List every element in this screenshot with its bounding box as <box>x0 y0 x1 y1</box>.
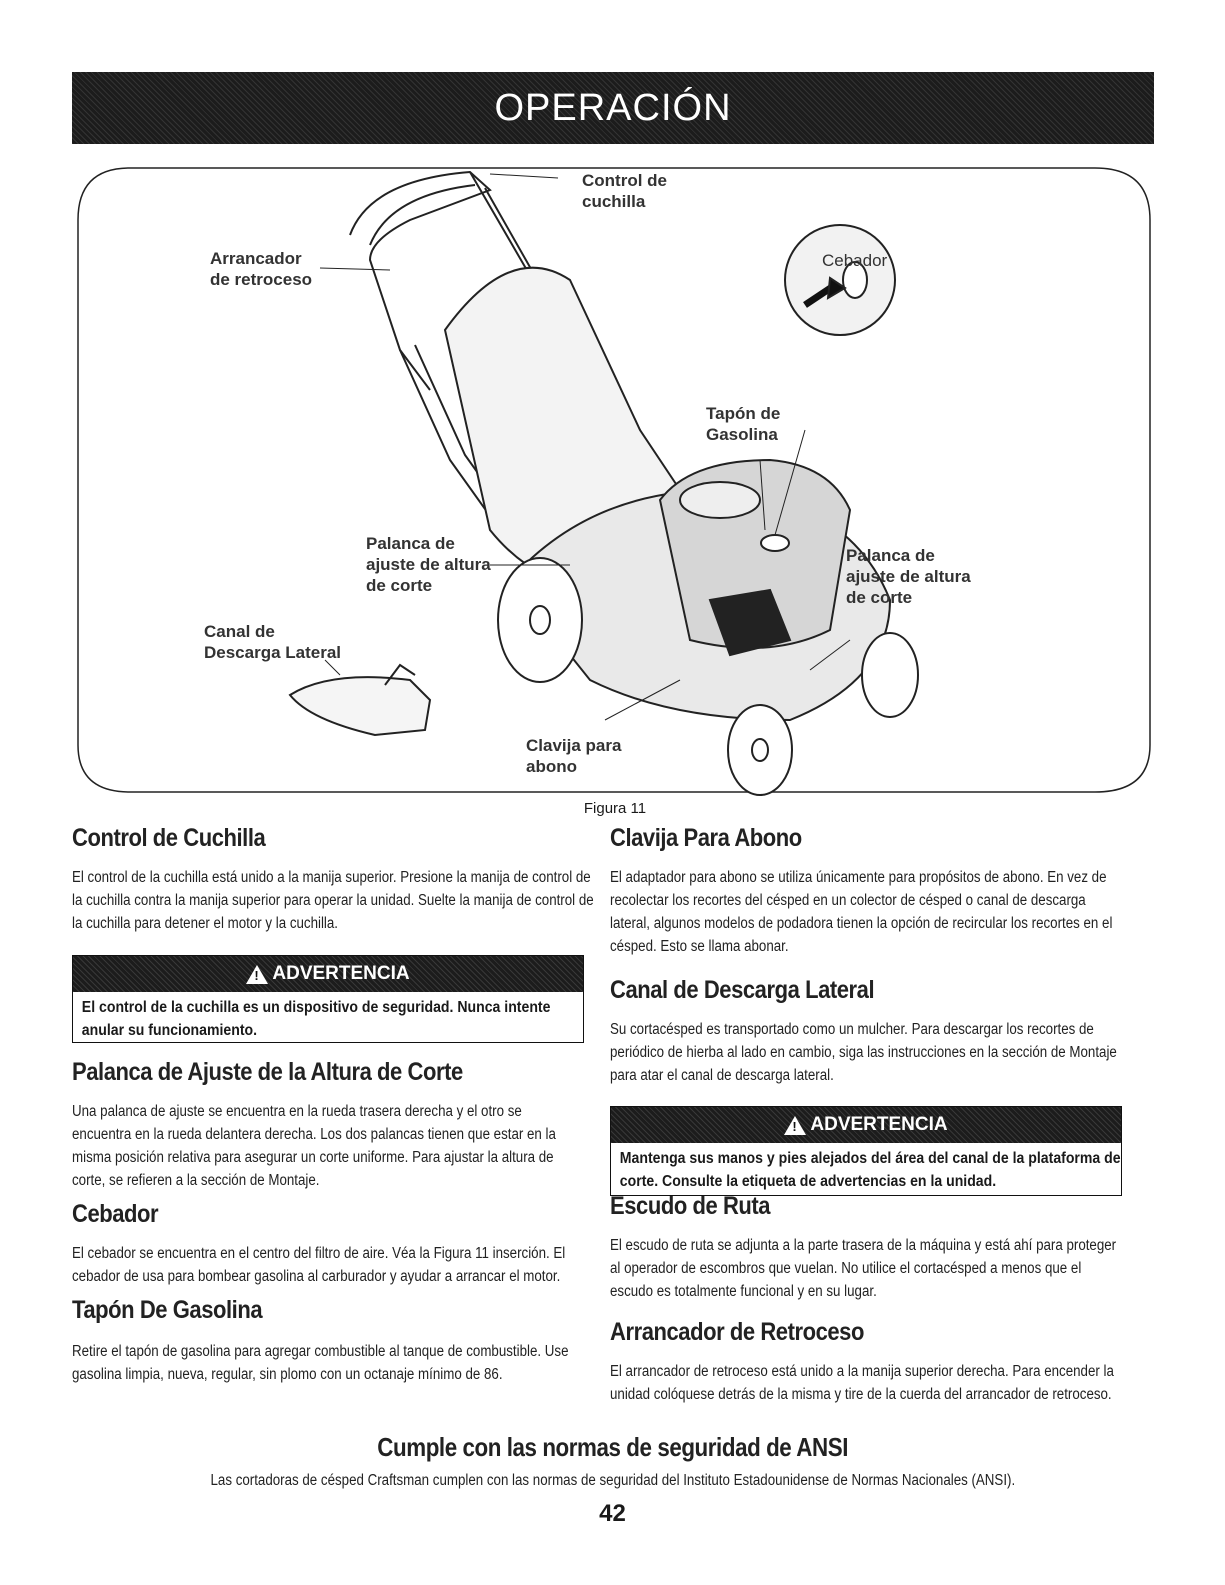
label-primer: Cebador <box>822 251 888 270</box>
text-primer: El cebador se encuentra en el centro del… <box>72 1245 566 1285</box>
heading-trail-shield: Escudo de Ruta <box>610 1192 771 1220</box>
section-title: OPERACIÓN <box>494 86 732 129</box>
warning-header: ADVERTENCIA <box>73 956 583 992</box>
text-mulch-plug: El adaptador para abono se utiliza única… <box>610 869 1113 955</box>
warning-box-chute: ADVERTENCIA Mantenga sus manos y pies al… <box>610 1106 1122 1196</box>
warning-text: El control de la cuchilla es un disposit… <box>81 999 551 1039</box>
text-ansi: Las cortadoras de césped Craftsman cumpl… <box>210 1472 1015 1489</box>
page-number: 42 <box>599 1500 626 1527</box>
warning-header: ADVERTENCIA <box>611 1107 1121 1143</box>
leader-lines <box>319 173 851 721</box>
heading-side-chute: Canal de Descarga Lateral <box>610 976 875 1004</box>
warning-text: Mantenga sus manos y pies alejados del á… <box>619 1150 1121 1190</box>
label-recoil-starter: Arrancador de retroceso <box>210 249 313 289</box>
heading-ansi: Cumple con las normas de seguridad de AN… <box>377 1432 848 1462</box>
text-trail-shield: El escudo de ruta se adjunta a la parte … <box>610 1237 1117 1300</box>
text-recoil-starter: El arrancador de retroceso está unido a … <box>610 1363 1114 1403</box>
text-fuel-cap: Retire el tapón de gasolina para agregar… <box>72 1343 569 1383</box>
mower-illustration <box>77 167 1151 796</box>
text-side-chute: Su cortacésped es transportado como un m… <box>610 1021 1117 1084</box>
heading-recoil-starter: Arrancador de Retroceso <box>610 1318 864 1346</box>
text-blade-control: El control de la cuchilla está unido a l… <box>72 869 594 932</box>
label-side-chute: Canal de Descarga Lateral <box>204 622 342 662</box>
text-height-lever: Una palanca de ajuste se encuentra en la… <box>72 1103 556 1189</box>
warning-box-blade: ADVERTENCIA El control de la cuchilla es… <box>72 955 584 1043</box>
mower-drawing <box>288 170 919 796</box>
label-height-lever-left: Palanca de ajuste de altura de corte <box>366 534 491 595</box>
heading-fuel-cap: Tapón De Gasolina <box>72 1296 263 1324</box>
label-height-lever-right: Palanca de ajuste de altura de corte <box>846 546 971 607</box>
section-banner: OPERACIÓN <box>72 72 1154 144</box>
warning-triangle-icon <box>246 964 269 984</box>
label-fuel-cap: Tapón de Gasolina <box>706 404 781 444</box>
figure-caption: Figura 11 <box>583 800 647 817</box>
heading-primer: Cebador <box>72 1200 159 1228</box>
heading-height-lever: Palanca de Ajuste de la Altura de Corte <box>72 1058 463 1086</box>
label-mulch-plug: Clavija para abono <box>526 736 622 776</box>
label-blade-control: Control de cuchilla <box>582 171 667 211</box>
heading-mulch-plug: Clavija Para Abono <box>610 824 802 852</box>
figure-frame <box>77 167 1151 793</box>
heading-blade-control: Control de Cuchilla <box>72 824 266 852</box>
figure-11: Control de cuchilla Arrancador de retroc… <box>70 160 1155 800</box>
warning-triangle-icon <box>784 1115 807 1135</box>
